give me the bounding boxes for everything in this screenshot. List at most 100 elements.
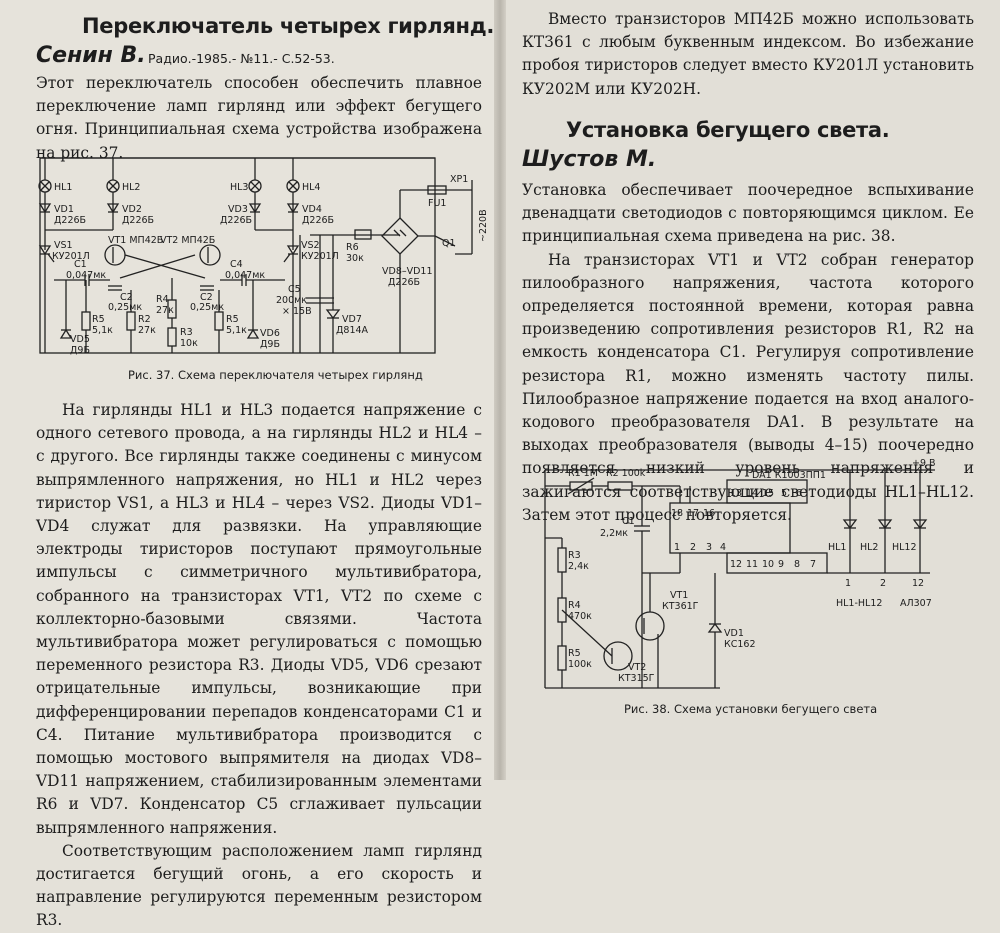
pins-bottom-5: 8 bbox=[794, 559, 800, 570]
label-vd2: VD2 bbox=[122, 204, 142, 215]
book-gutter bbox=[494, 0, 506, 780]
label-r2-val: 27к bbox=[138, 325, 156, 336]
left-paragraph-2: Соответствующим расположением ламп гирля… bbox=[36, 841, 482, 930]
intro-paragraph: Этот переключатель способен обеспечить п… bbox=[36, 72, 482, 165]
label-q1: Q1 bbox=[442, 238, 456, 249]
label-vd7-val: Д814А bbox=[336, 325, 369, 336]
label-r3-val: 2,4к bbox=[568, 561, 589, 572]
label-supply: +9 В bbox=[912, 458, 936, 469]
pins-top-3: 15 bbox=[762, 488, 774, 499]
pins-top-4: 5 bbox=[781, 488, 787, 499]
label-hl2: HL2 bbox=[122, 182, 140, 193]
schematic-fig38: +9 В R1 1М R2 100k C1 2,2мк R3 2,4к R4 4… bbox=[544, 458, 936, 689]
label-r2: R2 100k bbox=[606, 468, 646, 479]
pins-left-2: 17 bbox=[687, 508, 699, 519]
label-r5a: R5 bbox=[92, 314, 105, 325]
label-vs1: VS1 bbox=[54, 240, 73, 251]
label-r3: R3 bbox=[568, 550, 581, 561]
lamp-hl3-icon bbox=[248, 179, 262, 193]
label-bridge: VD8–VD11 bbox=[382, 266, 433, 277]
pins-inner-1: 1 bbox=[674, 542, 680, 553]
label-r5: R5 bbox=[568, 648, 581, 659]
article-title-left: Переключатель четырех гирлянд. bbox=[82, 14, 495, 38]
label-vd1-type: Д226Б bbox=[54, 215, 86, 226]
out-pin-1: 1 bbox=[845, 578, 851, 589]
left-page bbox=[0, 0, 496, 780]
label-vd5: VD5 bbox=[70, 334, 90, 345]
pins-bottom-4: 9 bbox=[778, 559, 784, 570]
label-r5b: R5 bbox=[226, 314, 239, 325]
label-c4-val: 0,047мк bbox=[225, 270, 265, 281]
label-led2: HL2 bbox=[860, 542, 878, 553]
right-body: Установка обеспечивает поочередное вспых… bbox=[522, 179, 974, 527]
label-c3-val: 0,25мк bbox=[190, 302, 224, 313]
right-paragraph-2: На транзисторах VT1 и VT2 собран генерат… bbox=[522, 250, 974, 524]
intro-text: Этот переключатель способен обеспечить п… bbox=[36, 74, 482, 162]
label-r2: R2 bbox=[138, 314, 151, 325]
label-hl4: HL4 bbox=[302, 182, 320, 193]
label-vd3-type: Д226Б bbox=[220, 215, 252, 226]
label-c1: C1 bbox=[622, 516, 635, 527]
label-r6-val: 30к bbox=[346, 253, 364, 264]
label-vd4: VD4 bbox=[302, 204, 322, 215]
right-top-paragraph: Вместо транзисторов МП42Б можно использо… bbox=[522, 8, 974, 101]
pins-bottom-3: 10 bbox=[762, 559, 774, 570]
figure-38-caption: Рис. 38. Схема установки бегущего света bbox=[624, 702, 878, 716]
label-vt1-val: КТ361Г bbox=[662, 601, 699, 612]
author-left: Сенин В. bbox=[36, 43, 146, 68]
pins-top-5: 6 bbox=[796, 488, 802, 499]
label-vd4-type: Д226Б bbox=[302, 215, 334, 226]
label-c2-val: 0,25мк bbox=[108, 302, 142, 313]
label-r4-val: 470к bbox=[568, 611, 592, 622]
label-hl3: HL3 bbox=[230, 182, 248, 193]
label-r4: R4 bbox=[568, 600, 581, 611]
left-body: На гирлянды HL1 и HL3 подается напряжени… bbox=[36, 399, 482, 933]
label-r6: R6 bbox=[346, 242, 359, 253]
right-page bbox=[504, 0, 1000, 780]
right-paragraph-1: Установка обеспечивает поочередное вспых… bbox=[522, 181, 974, 246]
label-c5: C5 bbox=[288, 284, 301, 295]
pins-inner-3: 3 bbox=[706, 542, 712, 553]
pins-top-2: 14 bbox=[746, 488, 758, 499]
label-vs2: VS2 bbox=[301, 240, 320, 251]
article-title-right: Установка бегущего света. bbox=[566, 118, 890, 142]
lamp-hl1-icon bbox=[38, 179, 52, 193]
label-vd1-val: КС162 bbox=[724, 639, 756, 650]
label-vd1: VD1 bbox=[724, 628, 744, 639]
label-mains: ~220В bbox=[478, 209, 489, 242]
label-vd3: VD3 bbox=[228, 204, 248, 215]
reference-left: Радио.-1985.- №11.- С.52-53. bbox=[148, 51, 335, 66]
right-top-text: Вместо транзисторов МП42Б можно использо… bbox=[522, 10, 974, 98]
label-c3: C2 bbox=[200, 292, 213, 303]
label-c2: C2 bbox=[120, 292, 133, 303]
label-vs2-type: КУ201Л bbox=[301, 251, 339, 262]
label-led-type: АЛ307 bbox=[900, 598, 932, 609]
label-led1: HL1 bbox=[828, 542, 846, 553]
label-vd6-val: Д9Б bbox=[260, 339, 280, 350]
label-vd6: VD6 bbox=[260, 328, 280, 339]
label-r5-val: 100к bbox=[568, 659, 592, 670]
label-c1-val: 2,2мк bbox=[600, 528, 628, 539]
pins-left-1: 18 bbox=[671, 508, 683, 519]
label-vt1: VT1 МП42Б bbox=[108, 235, 163, 246]
pins-inner-4: 4 bbox=[720, 542, 726, 553]
out-pin-12: 12 bbox=[912, 578, 924, 589]
pins-top-1: 13 bbox=[730, 488, 742, 499]
label-c1-val: 0,047мк bbox=[66, 270, 106, 281]
label-xp1: XP1 bbox=[450, 174, 468, 185]
figure-37-caption: Рис. 37. Схема переключателя четырех гир… bbox=[128, 368, 423, 382]
pins-bottom-1: 12 bbox=[730, 559, 742, 570]
pins-left-3: 16 bbox=[703, 508, 715, 519]
label-vt2: VT2 МП42Б bbox=[160, 235, 215, 246]
label-c5-val: 200мк bbox=[276, 295, 307, 306]
label-led12: HL12 bbox=[892, 542, 917, 553]
out-pin-2: 2 bbox=[880, 578, 886, 589]
label-r3-val: 10к bbox=[180, 338, 198, 349]
author-right: Шустов М. bbox=[522, 147, 657, 172]
label-r1: R1 1М bbox=[568, 468, 598, 479]
lamp-hl2-icon bbox=[106, 179, 120, 193]
label-vt1: VT1 bbox=[670, 590, 688, 601]
label-c1: C1 bbox=[74, 259, 87, 270]
pins-bottom-6: 7 bbox=[810, 559, 816, 570]
label-vd7: VD7 bbox=[342, 314, 362, 325]
